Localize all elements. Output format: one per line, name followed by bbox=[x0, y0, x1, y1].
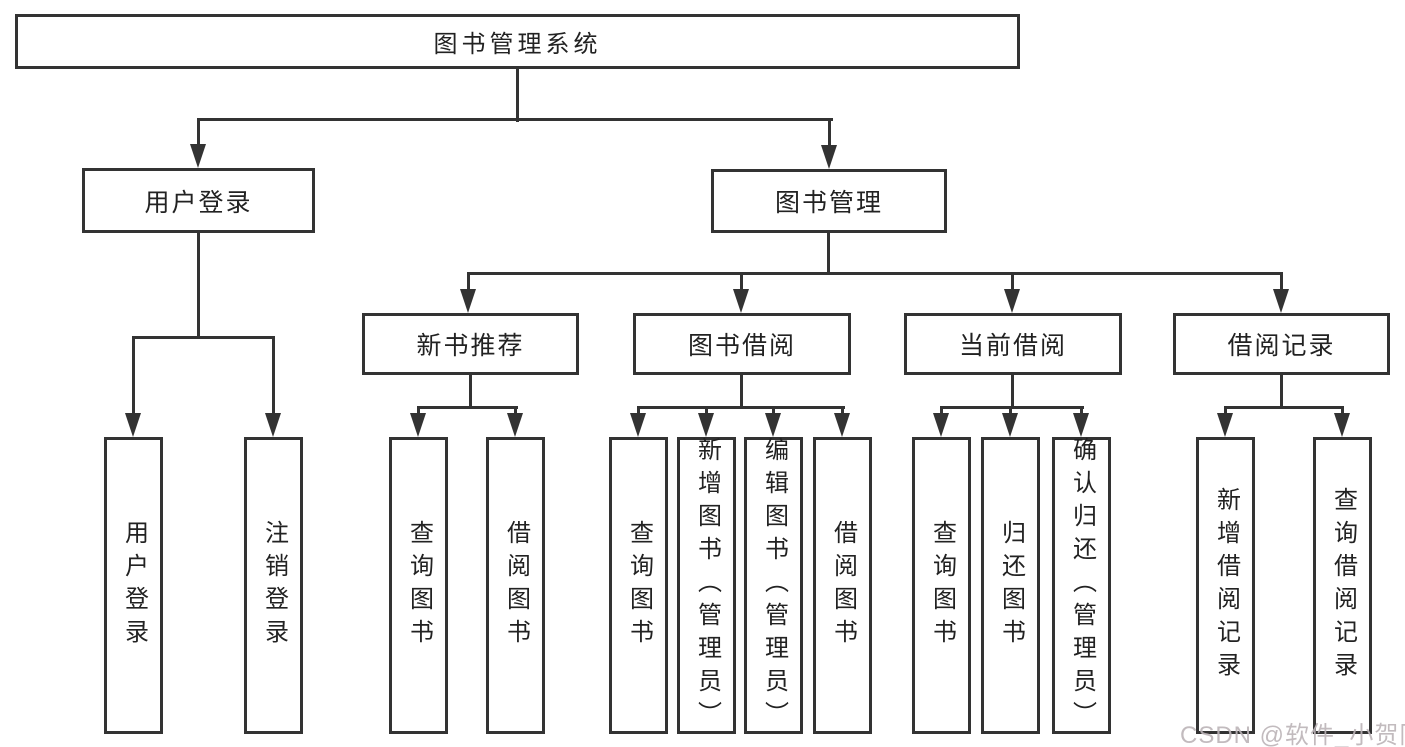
leaf-label: 用户登录 bbox=[120, 519, 148, 652]
leaf-label: 注销登录 bbox=[260, 519, 288, 652]
leaf-label: 新增图书（管理员） bbox=[693, 437, 721, 734]
connector-line bbox=[1080, 406, 1083, 416]
arrow-down-icon bbox=[630, 413, 646, 437]
node-new-book-recommend: 新书推荐 bbox=[362, 313, 579, 375]
arrow-down-icon bbox=[1073, 413, 1089, 437]
connector-line bbox=[637, 406, 640, 416]
leaf-query-borrow-record: 查询借阅记录 bbox=[1313, 437, 1372, 734]
node-borrow-record: 借阅记录 bbox=[1173, 313, 1390, 375]
node-current-borrow: 当前借阅 bbox=[904, 313, 1122, 375]
connector-line bbox=[740, 375, 743, 408]
arrow-down-icon bbox=[765, 413, 781, 437]
connector-line bbox=[828, 118, 831, 148]
arrow-down-icon bbox=[1217, 413, 1233, 437]
arrow-down-icon bbox=[1334, 413, 1350, 437]
node-user-login: 用户登录 bbox=[82, 168, 315, 233]
arrow-down-icon bbox=[125, 413, 141, 437]
leaf-query-books-recommend: 查询图书 bbox=[389, 437, 448, 734]
connector-line bbox=[1224, 406, 1344, 409]
arrow-down-icon bbox=[190, 144, 206, 168]
arrow-down-icon bbox=[821, 145, 837, 169]
leaf-query-books-current: 查询图书 bbox=[912, 437, 971, 734]
connector-line bbox=[417, 406, 420, 416]
leaf-label: 查询图书 bbox=[928, 519, 956, 652]
connector-line bbox=[469, 375, 472, 408]
leaf-label: 归还图书 bbox=[997, 519, 1025, 652]
leaf-borrow-books-recommend: 借阅图书 bbox=[486, 437, 545, 734]
connector-line bbox=[467, 272, 470, 292]
connector-line bbox=[1224, 406, 1227, 416]
leaf-user-login: 用户登录 bbox=[104, 437, 163, 734]
connector-line bbox=[467, 272, 1283, 275]
arrow-down-icon bbox=[1004, 289, 1020, 313]
connector-line bbox=[1280, 272, 1283, 292]
arrow-down-icon bbox=[834, 413, 850, 437]
connector-line bbox=[132, 336, 275, 339]
arrow-down-icon bbox=[507, 413, 523, 437]
node-library-management-system: 图书管理系统 bbox=[15, 14, 1020, 69]
connector-line bbox=[637, 406, 845, 409]
connector-line bbox=[516, 69, 519, 122]
arrow-down-icon bbox=[733, 289, 749, 313]
leaf-label: 编辑图书（管理员） bbox=[760, 437, 788, 734]
arrow-down-icon bbox=[698, 413, 714, 437]
leaf-return-books: 归还图书 bbox=[981, 437, 1040, 734]
leaf-logout: 注销登录 bbox=[244, 437, 303, 734]
node-book-borrow: 图书借阅 bbox=[633, 313, 851, 375]
leaf-label: 查询图书 bbox=[625, 519, 653, 652]
connector-line bbox=[1011, 375, 1014, 408]
arrow-down-icon bbox=[460, 289, 476, 313]
connector-line bbox=[841, 406, 844, 416]
leaf-borrow-books: 借阅图书 bbox=[813, 437, 872, 734]
leaf-label: 新增借阅记录 bbox=[1212, 486, 1240, 685]
connector-line bbox=[132, 336, 135, 416]
connector-line bbox=[1341, 406, 1344, 416]
leaf-confirm-return-admin: 确认归还（管理员） bbox=[1052, 437, 1111, 734]
connector-line bbox=[272, 336, 275, 416]
connector-line bbox=[1280, 375, 1283, 408]
leaf-edit-books-admin: 编辑图书（管理员） bbox=[744, 437, 803, 734]
connector-line bbox=[1011, 272, 1014, 292]
arrow-down-icon bbox=[410, 413, 426, 437]
arrow-down-icon bbox=[1273, 289, 1289, 313]
connector-line bbox=[705, 406, 708, 416]
arrow-down-icon bbox=[933, 413, 949, 437]
csdn-watermark: CSDN @软件_小贺同学 bbox=[1180, 722, 1405, 747]
connector-line bbox=[197, 118, 833, 121]
node-book-management: 图书管理 bbox=[711, 169, 947, 233]
leaf-label: 确认归还（管理员） bbox=[1068, 437, 1096, 734]
leaf-label: 借阅图书 bbox=[829, 519, 857, 652]
leaf-label: 查询图书 bbox=[405, 519, 433, 652]
connector-line bbox=[514, 406, 517, 416]
leaf-query-books-borrow: 查询图书 bbox=[609, 437, 668, 734]
arrow-down-icon bbox=[1002, 413, 1018, 437]
leaf-add-books-admin: 新增图书（管理员） bbox=[677, 437, 736, 734]
connector-line bbox=[740, 272, 743, 292]
connector-line bbox=[772, 406, 775, 416]
leaf-label: 借阅图书 bbox=[502, 519, 530, 652]
connector-line bbox=[940, 406, 943, 416]
connector-line bbox=[1009, 406, 1012, 416]
connector-line bbox=[417, 406, 518, 409]
connector-line bbox=[827, 233, 830, 274]
connector-line bbox=[197, 233, 200, 339]
connector-line bbox=[197, 118, 200, 148]
leaf-label: 查询借阅记录 bbox=[1329, 486, 1357, 685]
leaf-add-borrow-record: 新增借阅记录 bbox=[1196, 437, 1255, 734]
arrow-down-icon bbox=[265, 413, 281, 437]
connector-line bbox=[940, 406, 1084, 409]
